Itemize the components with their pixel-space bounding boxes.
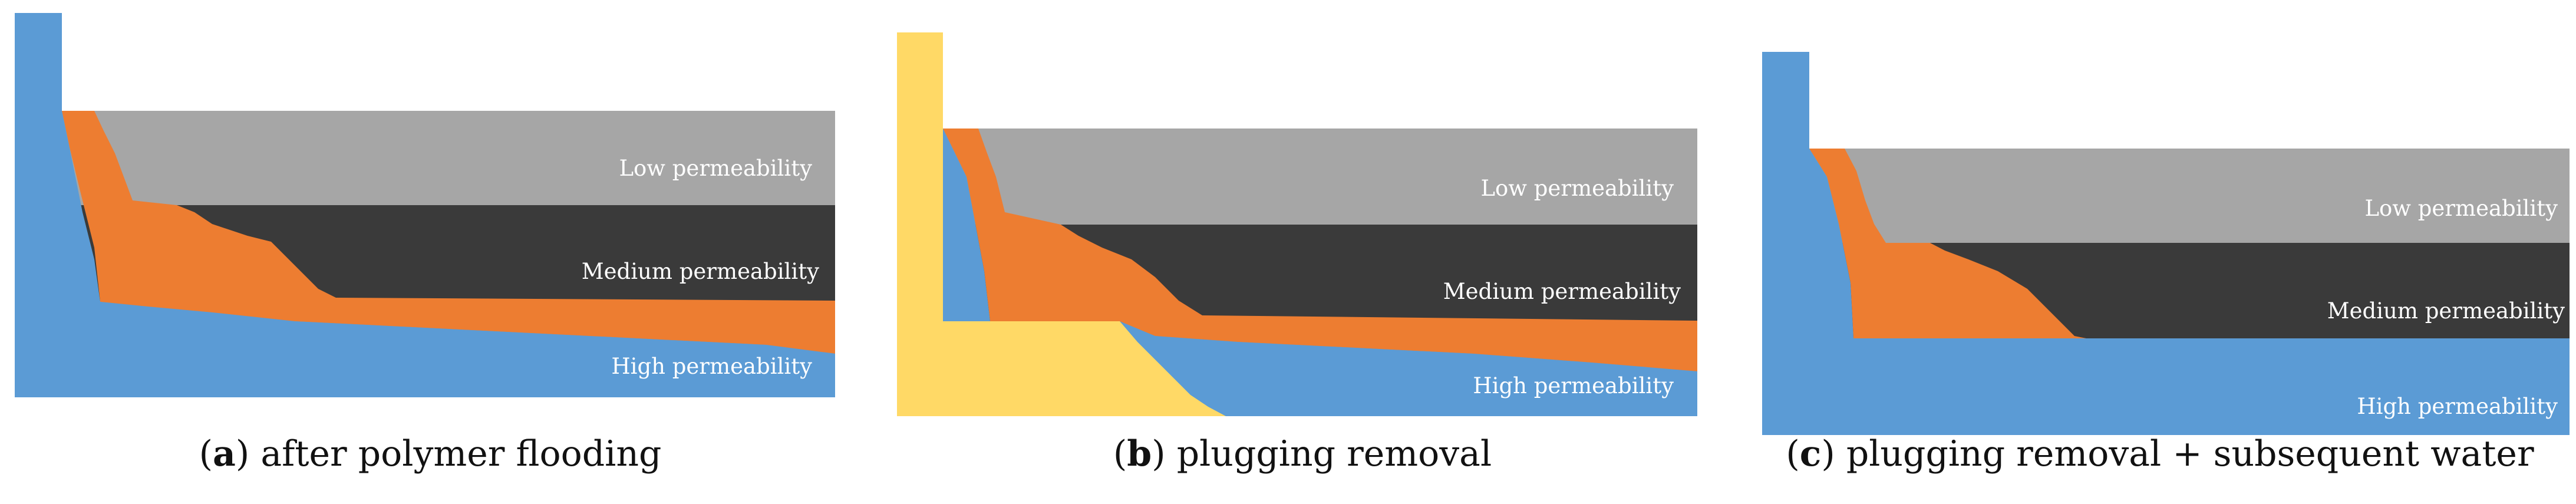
caption-a: (a) after polymer flooding bbox=[199, 433, 662, 475]
panel-b-polymer-front bbox=[943, 129, 1697, 371]
panel-c-medium-label: Medium permeability bbox=[2327, 298, 2565, 324]
caption-b-letter: b bbox=[1127, 433, 1152, 475]
panel-a-water-channel bbox=[62, 111, 835, 397]
panel-a-injection-well bbox=[15, 13, 62, 397]
panel-b-plugging-agent bbox=[897, 32, 1226, 416]
caption-b: (b) plugging removal bbox=[1113, 433, 1492, 475]
panel-a-low-layer bbox=[15, 111, 835, 205]
panel-b-high-label: High permeability bbox=[1473, 373, 1674, 398]
caption-a-letter: a bbox=[213, 433, 236, 475]
caption-a-text: after polymer flooding bbox=[260, 433, 662, 475]
panel-c: Low permeability Medium permeability Hig… bbox=[1762, 52, 2570, 435]
panel-b-medium-label: Medium permeability bbox=[1443, 279, 1681, 304]
panel-b-low-label: Low permeability bbox=[1480, 176, 1674, 201]
panel-c-low-label: Low permeability bbox=[2364, 196, 2558, 221]
panel-c-low-layer bbox=[1809, 149, 2570, 243]
panel-a-low-label: Low permeability bbox=[619, 156, 812, 181]
panel-c-polymer-front bbox=[1809, 149, 2086, 338]
panel-a-polymer-front bbox=[62, 111, 835, 354]
panel-c-injection-well bbox=[1762, 52, 1809, 435]
panel-a: Low permeability Medium permeability Hig… bbox=[15, 13, 835, 397]
panel-c-water-channel bbox=[1809, 149, 2570, 435]
panel-b: Low permeability Medium permeability Hig… bbox=[897, 32, 1697, 416]
panel-b-low-layer bbox=[943, 129, 1697, 225]
caption-c-letter: c bbox=[1799, 433, 1822, 475]
panel-a-high-label: High permeability bbox=[611, 354, 812, 379]
caption-c-text: plugging removal + subsequent water bbox=[1846, 433, 2534, 475]
caption-b-text: plugging removal bbox=[1176, 433, 1492, 475]
panel-a-medium-label: Medium permeability bbox=[582, 259, 819, 284]
panel-c-high-label: High permeability bbox=[2357, 394, 2558, 419]
caption-c: (c) plugging removal + subsequent water bbox=[1786, 433, 2534, 475]
